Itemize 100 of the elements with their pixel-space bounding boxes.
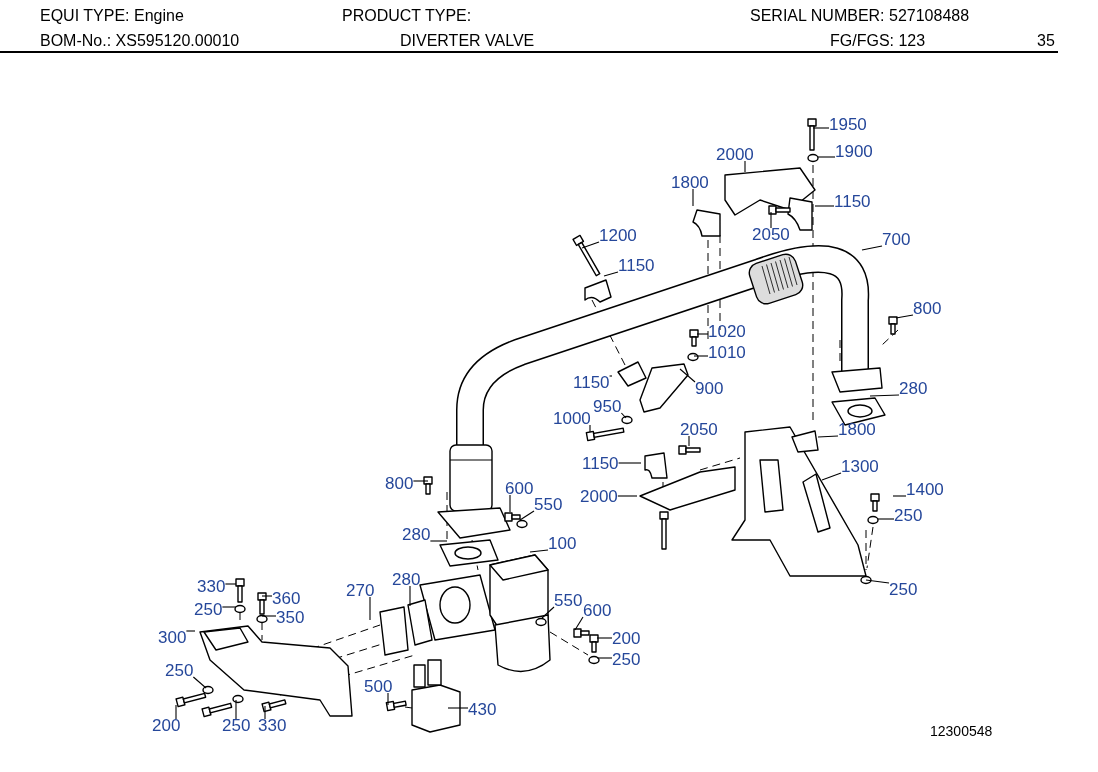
header-field: SERIAL NUMBER: 527108488	[750, 8, 970, 24]
callout-number: 1300	[841, 458, 879, 475]
callout-number: 250	[894, 507, 923, 524]
leader-line	[175, 704, 177, 720]
callout-number: 1800	[838, 421, 876, 438]
callout-number: 250	[222, 717, 251, 734]
callout-number: 600	[505, 480, 534, 497]
callout-number: 2000	[580, 488, 618, 505]
callout-number: 1150	[582, 455, 619, 472]
callout-number: 550	[554, 592, 583, 609]
leader-line	[814, 205, 835, 207]
leader-line	[688, 435, 690, 447]
callout-number: 280	[392, 571, 421, 588]
callout-number: 330	[258, 717, 287, 734]
callout-number: 100	[548, 535, 577, 552]
leader-line	[618, 462, 642, 464]
leader-line	[865, 579, 890, 584]
leader-line	[224, 583, 237, 585]
leader-line	[821, 472, 842, 481]
leader-line	[817, 435, 839, 438]
leader-line	[696, 333, 709, 335]
leader-line	[387, 692, 389, 706]
callout-number: 300	[158, 629, 187, 646]
drawing-number: 12300548	[930, 724, 993, 738]
leader-line	[869, 394, 900, 397]
callout-number: 700	[882, 231, 911, 248]
leader-line	[412, 480, 429, 482]
callout-number: 1150	[573, 374, 610, 391]
leader-line	[861, 245, 883, 251]
callout-number: 950	[593, 398, 622, 415]
leader-line	[589, 424, 591, 433]
leader-line	[429, 540, 448, 542]
leader-line	[529, 549, 549, 553]
header-field: 35	[1037, 33, 1055, 49]
header-field: FG/FGS: 123	[830, 33, 926, 49]
callout-number: 1150	[834, 193, 871, 210]
callout-number: 250	[889, 581, 918, 598]
callout-number: 550	[534, 496, 563, 513]
leader-line	[692, 188, 694, 207]
leader-line	[519, 510, 535, 521]
callout-number: 330	[197, 578, 226, 595]
leader-line	[221, 606, 237, 608]
leader-line	[541, 606, 555, 619]
leader-line	[895, 314, 914, 319]
callout-number: 800	[385, 475, 414, 492]
header-field: BOM-No.: XS595120.00010	[40, 33, 240, 49]
leader-line	[603, 271, 619, 277]
callout-number: 600	[583, 602, 612, 619]
callout-number: 2000	[716, 146, 754, 163]
leader-line	[409, 585, 411, 607]
callout-number: 1200	[599, 227, 637, 244]
callout-number: 430	[468, 701, 497, 718]
callout-number: 1020	[708, 323, 746, 340]
leader-line	[185, 630, 196, 632]
callout-number: 2050	[680, 421, 718, 438]
leader-line	[617, 495, 638, 497]
callout-number: 1400	[906, 481, 944, 498]
leader-line	[609, 375, 613, 377]
callout-number: 1150	[618, 257, 655, 274]
leader-line	[264, 705, 266, 720]
leader-line	[596, 637, 613, 639]
leader-line	[261, 615, 277, 617]
drawing-title: DIVERTER VALVE	[400, 33, 535, 49]
callout-number: 800	[913, 300, 942, 317]
callout-number: 1900	[835, 143, 873, 160]
leader-line	[877, 518, 895, 520]
leader-line	[892, 495, 907, 497]
callout-number: 280	[402, 526, 431, 543]
leader-line	[581, 241, 600, 249]
callout-number: 350	[276, 609, 305, 626]
leader-line	[261, 595, 273, 597]
leader-line	[447, 707, 469, 709]
callout-number: 250	[194, 601, 223, 618]
leader-line	[812, 127, 830, 129]
callout-number: 270	[346, 582, 375, 599]
header-field: PRODUCT TYPE:	[342, 8, 472, 24]
leader-line	[620, 412, 627, 419]
header-field: EQUI TYPE: Engine	[40, 8, 184, 24]
callout-number: 200	[612, 630, 641, 647]
leader-line	[817, 156, 836, 158]
callout-number: 2050	[752, 226, 790, 243]
leader-line	[509, 494, 511, 513]
callout-number: 500	[364, 678, 393, 695]
callout-number: 200	[152, 717, 181, 734]
leader-line	[770, 211, 772, 229]
leader-line	[693, 355, 709, 357]
leader-line	[596, 657, 613, 659]
callout-number: 1000	[553, 410, 591, 427]
callout-number: 250	[165, 662, 194, 679]
callout-number: 1010	[708, 344, 746, 361]
callout-number: 1950	[829, 116, 867, 133]
callout-number: 280	[899, 380, 928, 397]
leader-line	[235, 699, 237, 720]
callout-number: 360	[272, 590, 301, 607]
callout-number: 1800	[671, 174, 709, 191]
callout-number: 250	[612, 651, 641, 668]
leader-line	[574, 616, 584, 631]
leader-line	[679, 368, 696, 383]
leader-line	[369, 596, 371, 621]
leader-line	[744, 160, 746, 173]
